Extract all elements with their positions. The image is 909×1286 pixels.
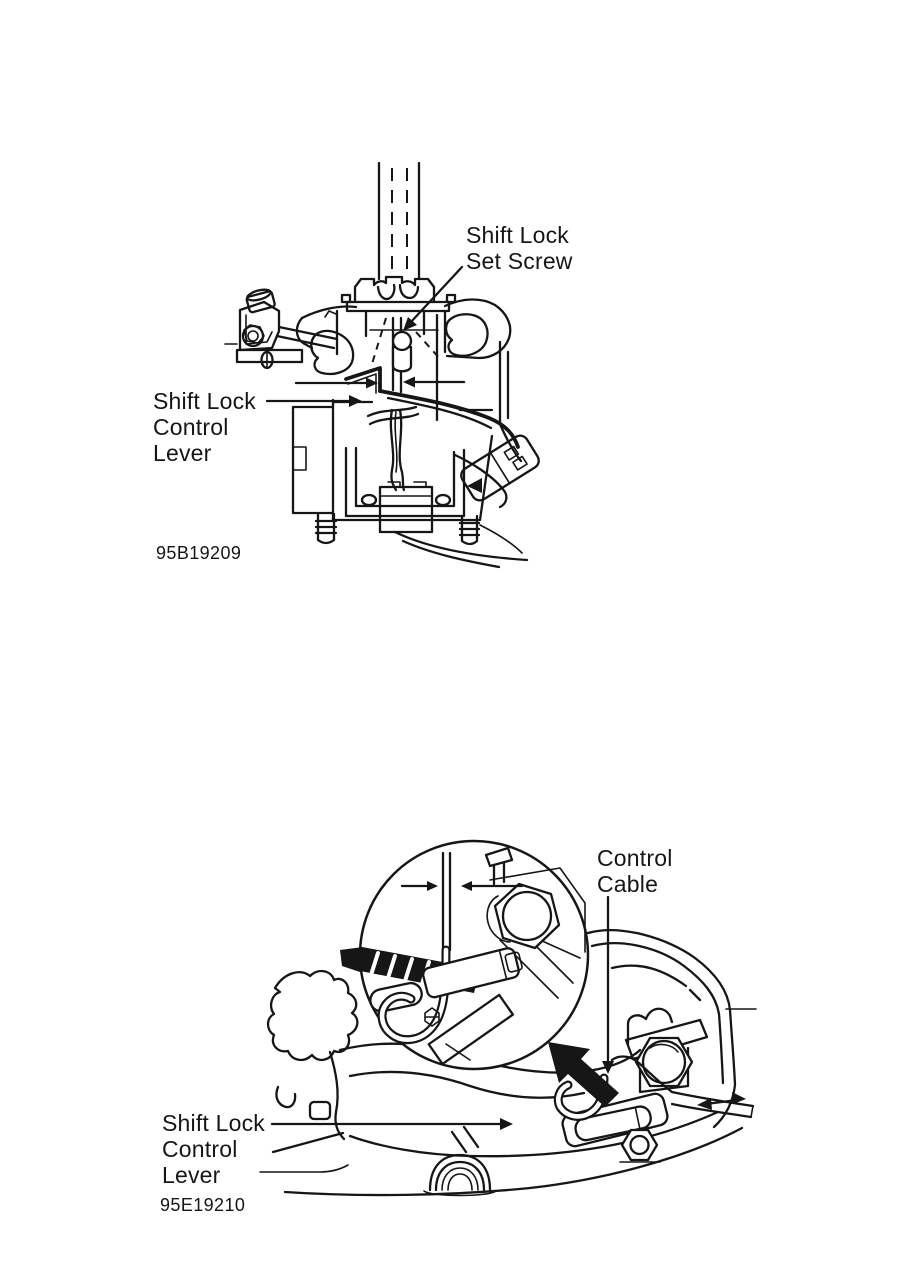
lever-leader-bottom: [270, 1118, 513, 1130]
clearance-arrows: [294, 376, 466, 389]
shift-lock-set-screw: [369, 316, 442, 394]
column-cables: [393, 524, 529, 569]
detail-circle-contents: [340, 846, 586, 1066]
cable-leader: [602, 895, 614, 1074]
wiring-harness: [366, 405, 508, 509]
control-cable: [610, 1055, 755, 1119]
set-screw-label: Shift Lock Set Screw: [466, 222, 573, 274]
steering-shaft: [377, 161, 421, 281]
cable-adjust-arrow: [697, 1092, 746, 1110]
right-wing-bracket: [443, 298, 512, 426]
steering-column-figure: [224, 161, 540, 569]
left-wing-bracket: [295, 305, 358, 376]
figure-id-bottom: 95E19210: [160, 1195, 246, 1215]
lever-label-bottom: Shift Lock Control Lever: [162, 1110, 265, 1188]
shift-lock-control-lever-top: [344, 366, 523, 463]
lever-label-top: Shift Lock Control Lever: [153, 388, 256, 466]
lower-housing: [291, 398, 494, 534]
figure-id-top: 95B19209: [156, 543, 242, 563]
left-mount-bracket: [224, 288, 339, 370]
control-cable-label: Control Cable: [597, 845, 673, 897]
wire-connector: [460, 434, 540, 502]
cable-bracket: [624, 1007, 709, 1094]
lever-leader-top: [265, 395, 362, 407]
mounting-studs: [314, 512, 481, 546]
floor-pan-lines: [283, 1110, 744, 1197]
ribbed-boss: [423, 1153, 497, 1197]
magnifier-arrow: [548, 1042, 619, 1107]
floor-shift-figure: [259, 839, 757, 1197]
set-screw-leader: [403, 265, 464, 331]
